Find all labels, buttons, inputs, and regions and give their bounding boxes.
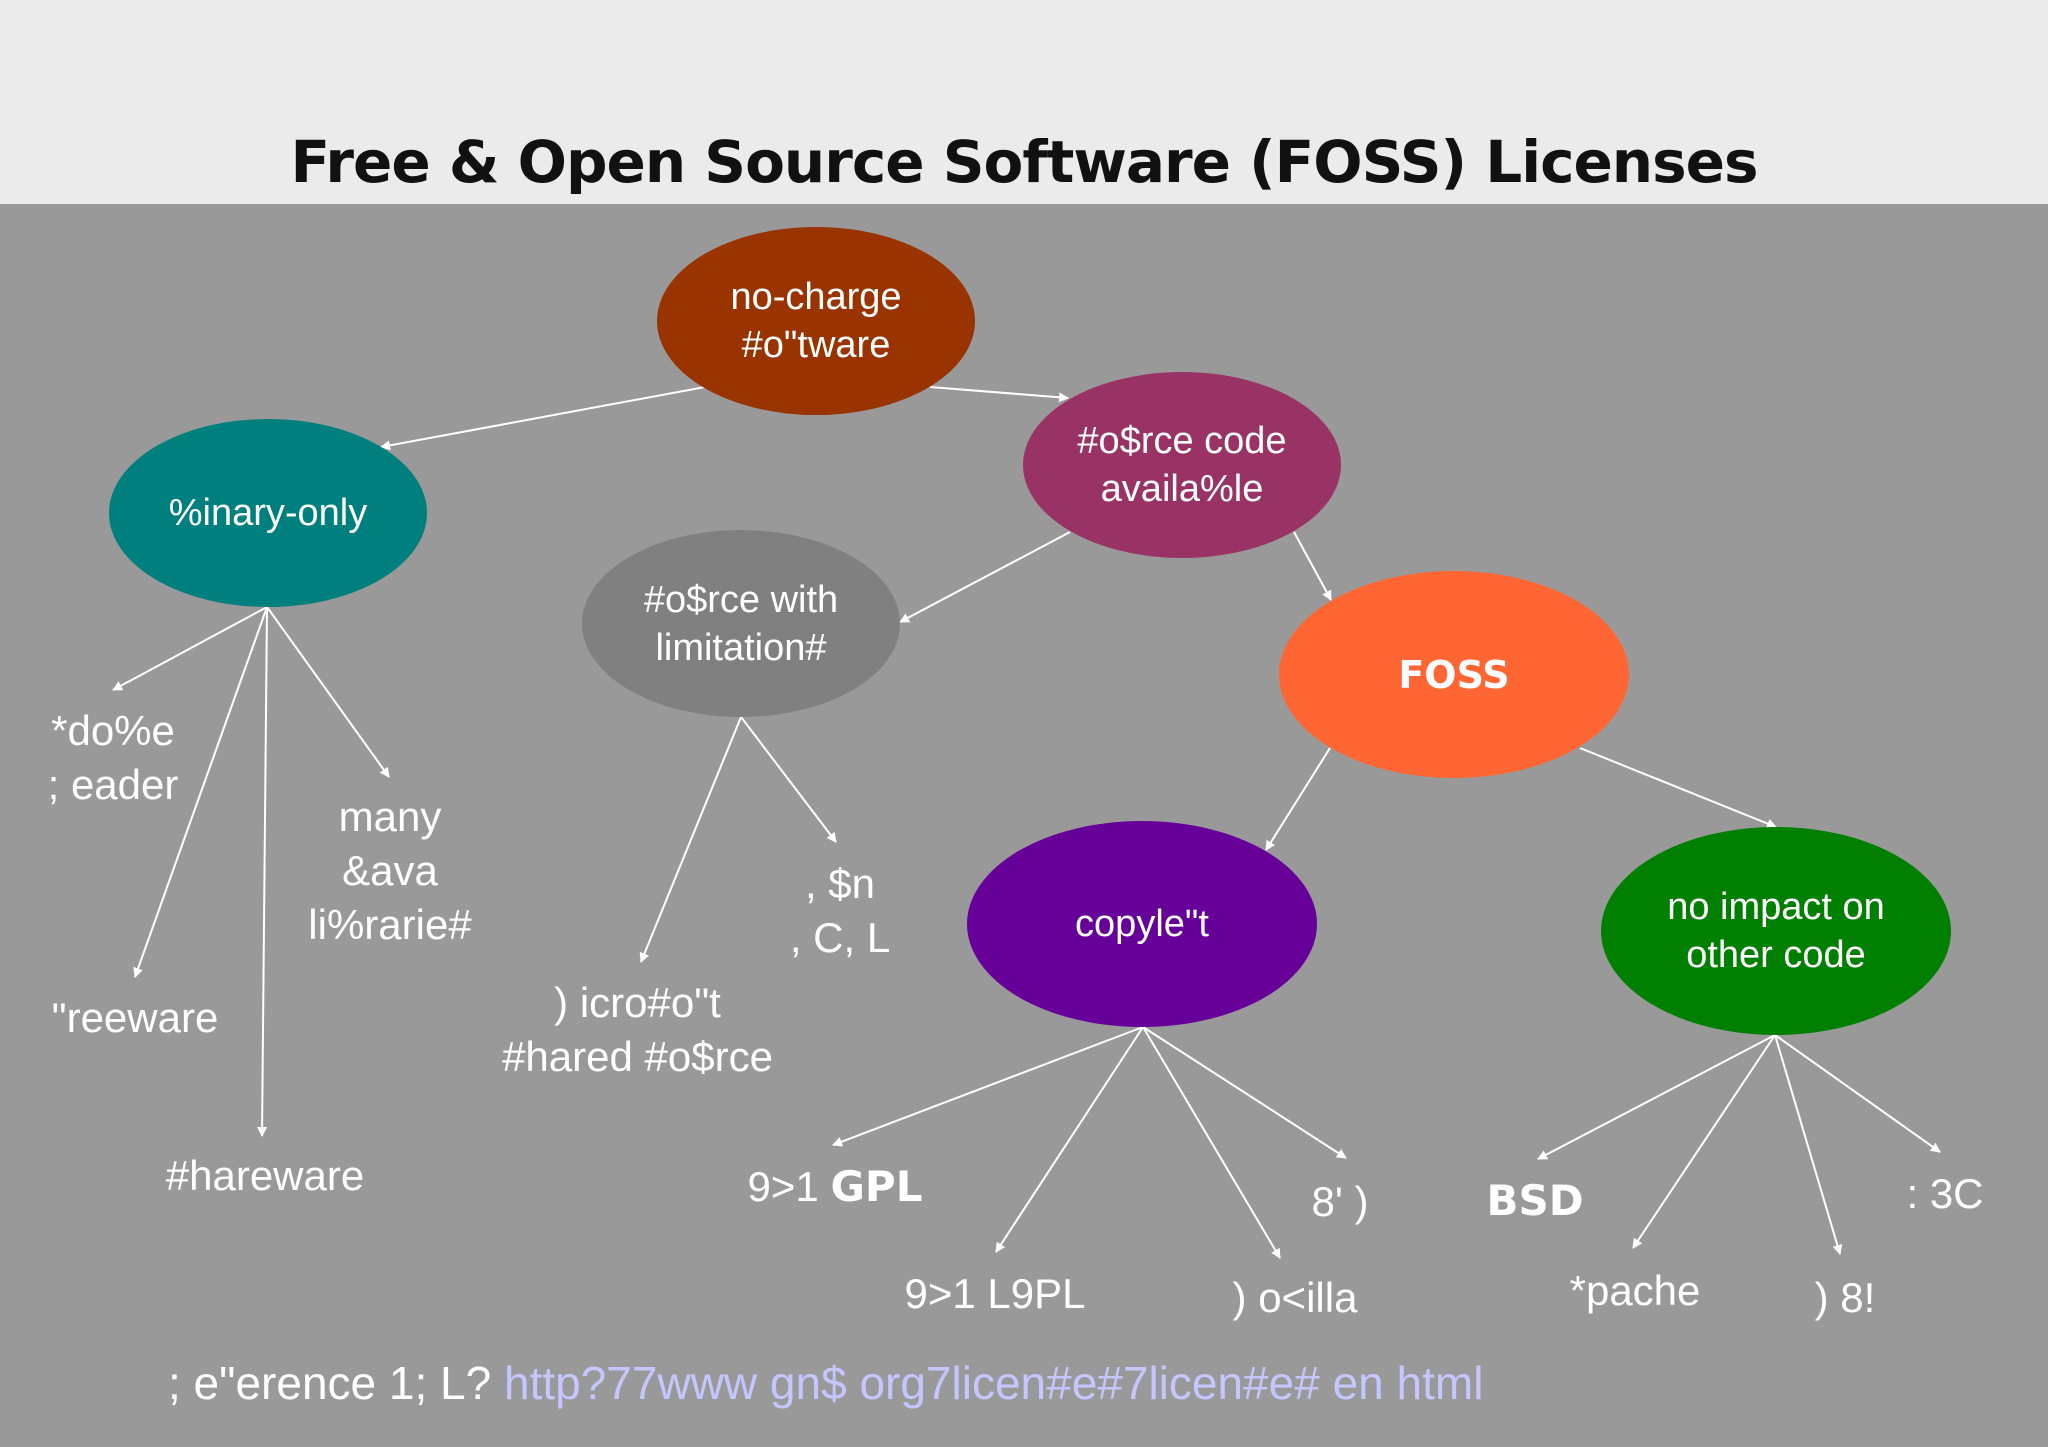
arrow-nocharge-source [929,386,1069,403]
leaf-shareware: #hareware [165,1152,365,1199]
arrow-noimpact-apache [1632,1034,1776,1249]
arrow-nocharge-binary [380,386,706,451]
arrow-noimpact-mit [1774,1034,1843,1255]
arrow-limitations-microsoft [639,716,742,963]
arrow-copyleft-mozilla [1142,1026,1281,1259]
leaf-bsd: BSD [1475,1174,1595,1228]
arrow-noimpact-bsd [1537,1034,1776,1160]
arrow-foss-copyleft [1265,747,1331,851]
leaf-adobe-reader: *do%e ; eader [47,707,179,808]
leaf-apache: *pache [1569,1267,1701,1314]
leaf-gnu-gpl-bold: GPL [830,1162,923,1211]
leaf-many-java-libraries: many &ava li%rarie# [308,793,472,948]
arrow-copyleft-gpl [832,1026,1144,1147]
arrow-copyleft-mpl [1142,1026,1347,1159]
leaf-gnu-lgpl: 9>1 L9PL [904,1270,1086,1317]
leaf-microsoft-shared-source: ) icro#o"t #hared #o$rce [502,979,773,1080]
leaf-mit: ) 8! [1814,1274,1876,1321]
reference-url-link[interactable]: http?77www gn$ org7licen#e#7licen#e# en … [504,1357,1484,1409]
leaf-gnu-gpl: 9>1 GPL [730,1160,940,1214]
leaf-mpl: 8' ) [1311,1178,1369,1225]
arrow-binary-java [266,606,390,778]
node-no-impact-on-other-code: no impact on other code [1601,827,1951,1035]
arrow-binary-adobe [112,606,268,691]
arrow-binary-shareware [257,606,268,1137]
leaf-sun-scsl: , $n , C, L [789,860,891,961]
leaf-w3c: : 3C [1906,1170,1984,1217]
arrow-copyleft-lgpl [995,1026,1144,1253]
leaf-freeware: "reeware [51,994,219,1041]
reference-line: ; e"erence 1; L? http?77www gn$ org7lice… [168,1356,1483,1410]
leaf-bsd-text: BSD [1486,1176,1584,1225]
arrow-binary-freeware [133,606,268,978]
arrow-noimpact-w3c [1774,1034,1941,1153]
page-title: Free & Open Source Software (FOSS) Licen… [290,128,1759,196]
header-band [0,0,2048,204]
node-no-charge-software: no-charge #o"tware [657,227,975,415]
arrow-source-foss [1293,531,1332,601]
arrow-limitations-sun [740,716,837,843]
node-source-code-available: #o$rce code availa%le [1023,372,1341,558]
arrow-foss-noimpact [1579,747,1777,829]
leaf-gnu-gpl-prefix: 9>1 [747,1163,831,1210]
arrow-source-limitations [899,531,1071,623]
leaf-mozilla: ) o<illa [1232,1274,1358,1321]
node-copyleft: copyle"t [967,821,1317,1027]
node-source-with-limitations: #o$rce with limitation# [582,530,900,717]
node-binary-only: %inary-only [109,419,427,607]
node-foss: FOSS [1279,571,1629,778]
reference-label: ; e"erence 1; L? [168,1357,492,1409]
